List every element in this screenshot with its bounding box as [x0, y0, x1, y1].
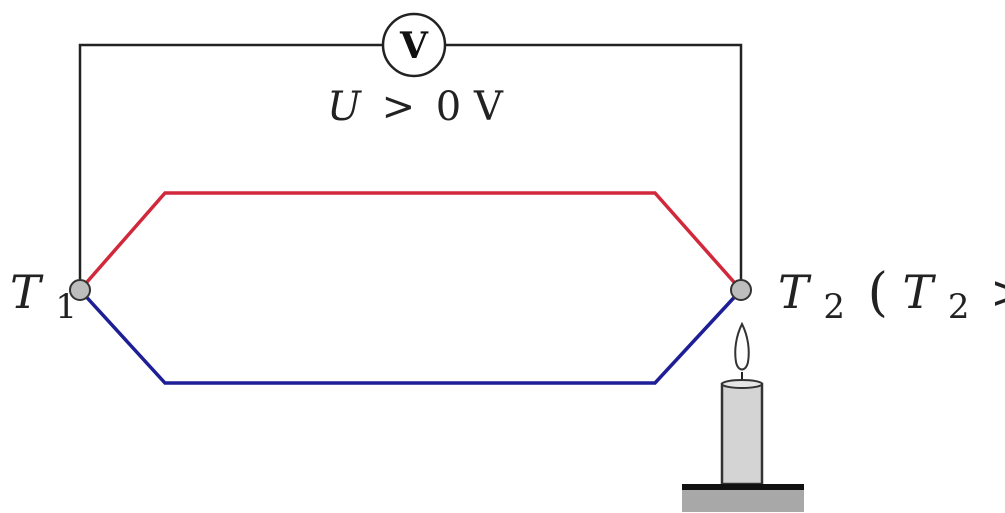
voltmeter-circle — [381, 12, 447, 78]
metal-wire-bottom — [78, 288, 743, 385]
candle-stand-shadow — [682, 490, 804, 512]
candle-stand — [682, 484, 804, 490]
candle-flame-icon — [734, 321, 750, 371]
measurement-circuit-wire — [78, 43, 743, 290]
voltage-operator: > — [382, 84, 416, 130]
hot-junction-var: T — [778, 265, 812, 319]
cold-junction-var: T — [10, 265, 44, 319]
voltage-value: 0 V — [436, 84, 504, 130]
candle — [682, 321, 804, 512]
condition-operator: > — [990, 265, 1005, 319]
condition-open-paren: ( — [868, 263, 888, 323]
voltage-variable: U — [327, 84, 362, 130]
condition-sub-1: 2 — [948, 287, 970, 327]
hot-junction-sub: 2 — [823, 287, 845, 327]
hot-junction — [730, 279, 752, 301]
hot-junction-label: T 2 ( T 2 > T 1 ) — [778, 263, 1005, 329]
voltage-reading: U > 0 V — [327, 84, 504, 130]
candle-top — [721, 379, 763, 389]
cold-junction-label: T 1 — [10, 265, 77, 327]
voltmeter: V — [381, 12, 447, 78]
voltmeter-symbol: V — [399, 25, 429, 67]
cold-junction-sub: 1 — [55, 287, 77, 327]
candle-body — [720, 382, 764, 486]
metal-wire-top — [78, 191, 743, 292]
condition-var-1: T — [903, 265, 937, 319]
cold-junction — [69, 279, 91, 301]
